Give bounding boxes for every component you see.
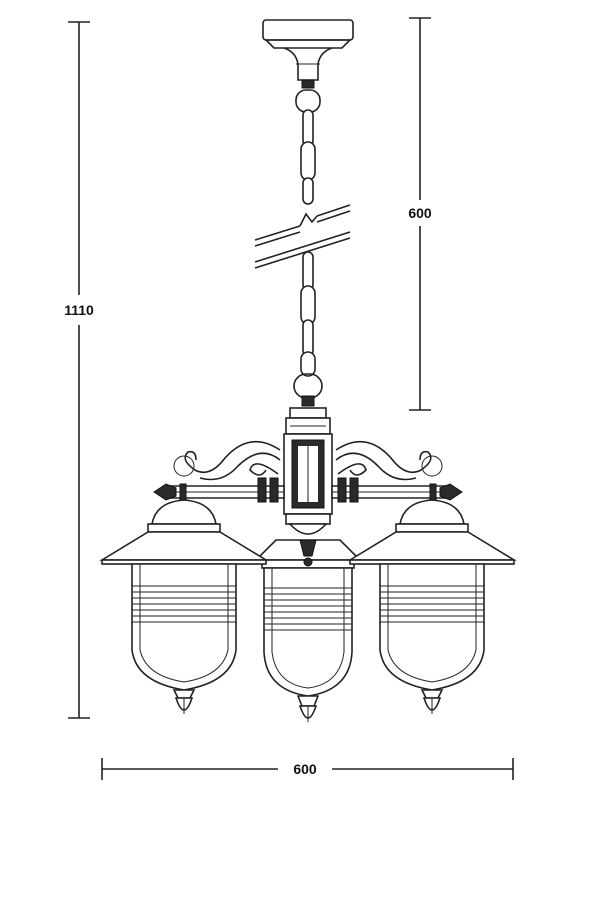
dimension-width: 600 [101,758,514,780]
chain-length-label: 600 [408,205,432,221]
lantern-left [99,499,269,714]
lantern-right-ribs [380,585,484,623]
dimension-total-height: 1110 [64,21,94,719]
chain-break-marks [254,204,351,269]
total-height-label: 1110 [64,302,94,318]
center-body [283,407,333,535]
width-label: 600 [293,761,317,777]
lantern-center-ribs [264,587,352,631]
lantern-left-ribs [132,585,236,623]
chain-lower [293,251,323,407]
chain-upper [295,89,321,205]
ceiling-canopy [262,19,354,89]
arms [153,440,463,503]
lantern-center [254,539,362,722]
dimension-chain-length: 600 [408,17,432,411]
lantern-right [347,499,517,714]
